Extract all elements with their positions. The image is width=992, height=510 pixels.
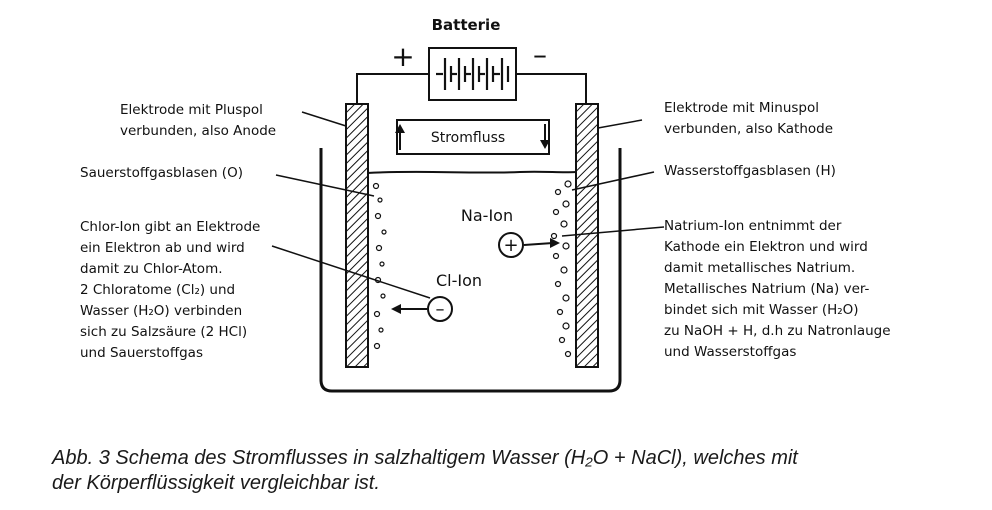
natrium-line: Natrium-Ion entnimmt der (664, 218, 842, 234)
anode-electrode (345, 103, 369, 368)
chlor-line: Chlor-Ion gibt an Elektrode (80, 219, 261, 235)
current-flow-box (396, 119, 550, 155)
anode-label-line: verbunden, also Anode (120, 123, 277, 139)
battery-minus-sign: – (533, 38, 547, 71)
cl-ion-label: Cl-Ion (436, 271, 482, 290)
battery-cells-icon (436, 58, 510, 90)
battery-plus-sign: + (391, 40, 414, 73)
current-flow-label: Stromfluss (431, 130, 505, 146)
current-flow-down-arrow-icon (540, 140, 550, 149)
na-ion-arrow-icon (550, 238, 560, 248)
natrium-line: damit metallisches Natrium. (664, 260, 856, 276)
cathode-label-line: verbunden, also Kathode (664, 121, 834, 137)
chlor-ion-description: Chlor-Ion gibt an Elektrode ein Elektron… (80, 217, 260, 364)
natrium-line: Kathode ein Elektron und wird (664, 239, 868, 255)
chlor-line: ein Elektron ab und wird (80, 240, 245, 256)
anode-label-line: Elektrode mit Pluspol (120, 102, 263, 118)
wire-cathode (516, 73, 587, 104)
wire-anode (356, 73, 429, 104)
cl-ion-symbol: – (436, 299, 445, 320)
cl-ion-arrow-icon (391, 304, 401, 314)
natrium-line: bindet sich mit Wasser (H₂O) (664, 302, 859, 318)
current-flow-up-arrow-icon (395, 124, 405, 133)
caption-line: Abb. 3 Schema des Stromflusses in salzha… (52, 447, 798, 469)
water-surface (366, 170, 577, 174)
hydrogen-bubbles (550, 180, 572, 358)
natrium-line: zu NaOH + H, d.h zu Natronlauge (664, 323, 891, 339)
na-ion-circle (498, 232, 524, 258)
hydrogen-label: Wasserstoffgasblasen (H) (664, 161, 836, 182)
chlor-line: 2 Chloratome (Cl₂) und (80, 282, 236, 298)
caption-line: der Körperflüssigkeit vergleichbar ist. (52, 472, 380, 494)
natrium-line: Metallisches Natrium (Na) ver- (664, 281, 870, 297)
natrium-ion-description: Natrium-Ion entnimmt der Kathode ein Ele… (664, 216, 891, 363)
cl-ion-circle (427, 296, 453, 322)
natrium-line: und Wasserstoffgas (664, 344, 797, 360)
chlor-line: sich zu Salzsäure (2 HCl) (80, 324, 248, 340)
cathode-electrode (575, 103, 599, 368)
hydrogen-label-text: Wasserstoffgasblasen (H) (664, 163, 836, 179)
na-ion-label: Na-Ion (461, 206, 513, 225)
na-ion-symbol: + (503, 235, 518, 256)
chlor-line: damit zu Chlor-Atom. (80, 261, 223, 277)
oxygen-label: Sauerstoffgasblasen (O) (80, 163, 243, 184)
battery-title: Batterie (432, 16, 501, 34)
oxygen-bubbles (372, 182, 387, 350)
figure-caption: Abb. 3 Schema des Stromflusses in salzha… (52, 446, 798, 496)
water-vessel (319, 148, 622, 393)
oxygen-label-text: Sauerstoffgasblasen (O) (80, 165, 243, 181)
chlor-line: Wasser (H₂O) verbinden (80, 303, 243, 319)
anode-label: Elektrode mit Pluspol verbunden, also An… (120, 100, 276, 142)
chlor-line: und Sauerstoffgas (80, 345, 203, 361)
cathode-label-line: Elektrode mit Minuspol (664, 100, 819, 116)
cathode-label: Elektrode mit Minuspol verbunden, also K… (664, 98, 833, 140)
leader-lines (271, 111, 665, 299)
